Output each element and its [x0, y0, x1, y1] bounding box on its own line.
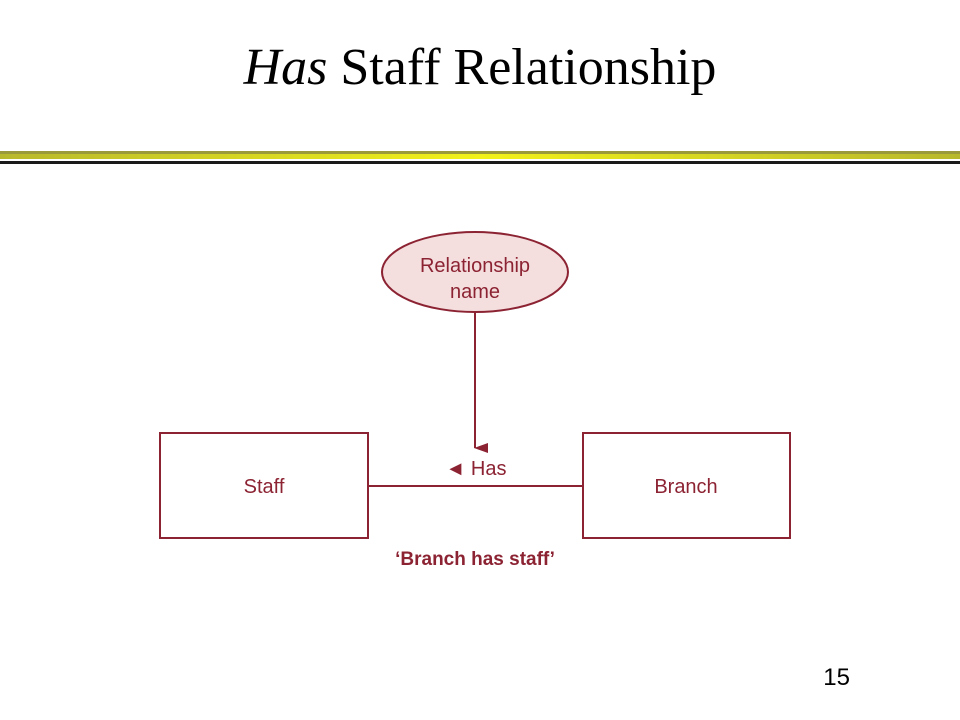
- slide-title-emphasis: Has: [243, 39, 328, 96]
- title-divider-top: [0, 151, 960, 154]
- ellipse-label-line1: Relationship: [420, 255, 530, 277]
- slide-title: Has Staff Relationship: [0, 36, 960, 100]
- entity-staff-box: [159, 432, 369, 539]
- slide-title-rest: Staff Relationship: [327, 39, 717, 96]
- relationship-label: ◄ Has: [446, 458, 507, 480]
- entity-branch-box: [582, 432, 791, 539]
- diagram-caption: ‘Branch has staff’: [395, 549, 555, 570]
- title-divider-highlight: [0, 154, 960, 159]
- ellipse-label-line2: name: [450, 281, 500, 303]
- page-number: 15: [823, 664, 850, 691]
- title-divider-bottom: [0, 161, 960, 164]
- entity-branch-label: Branch: [654, 476, 717, 498]
- entity-staff-label: Staff: [244, 476, 285, 498]
